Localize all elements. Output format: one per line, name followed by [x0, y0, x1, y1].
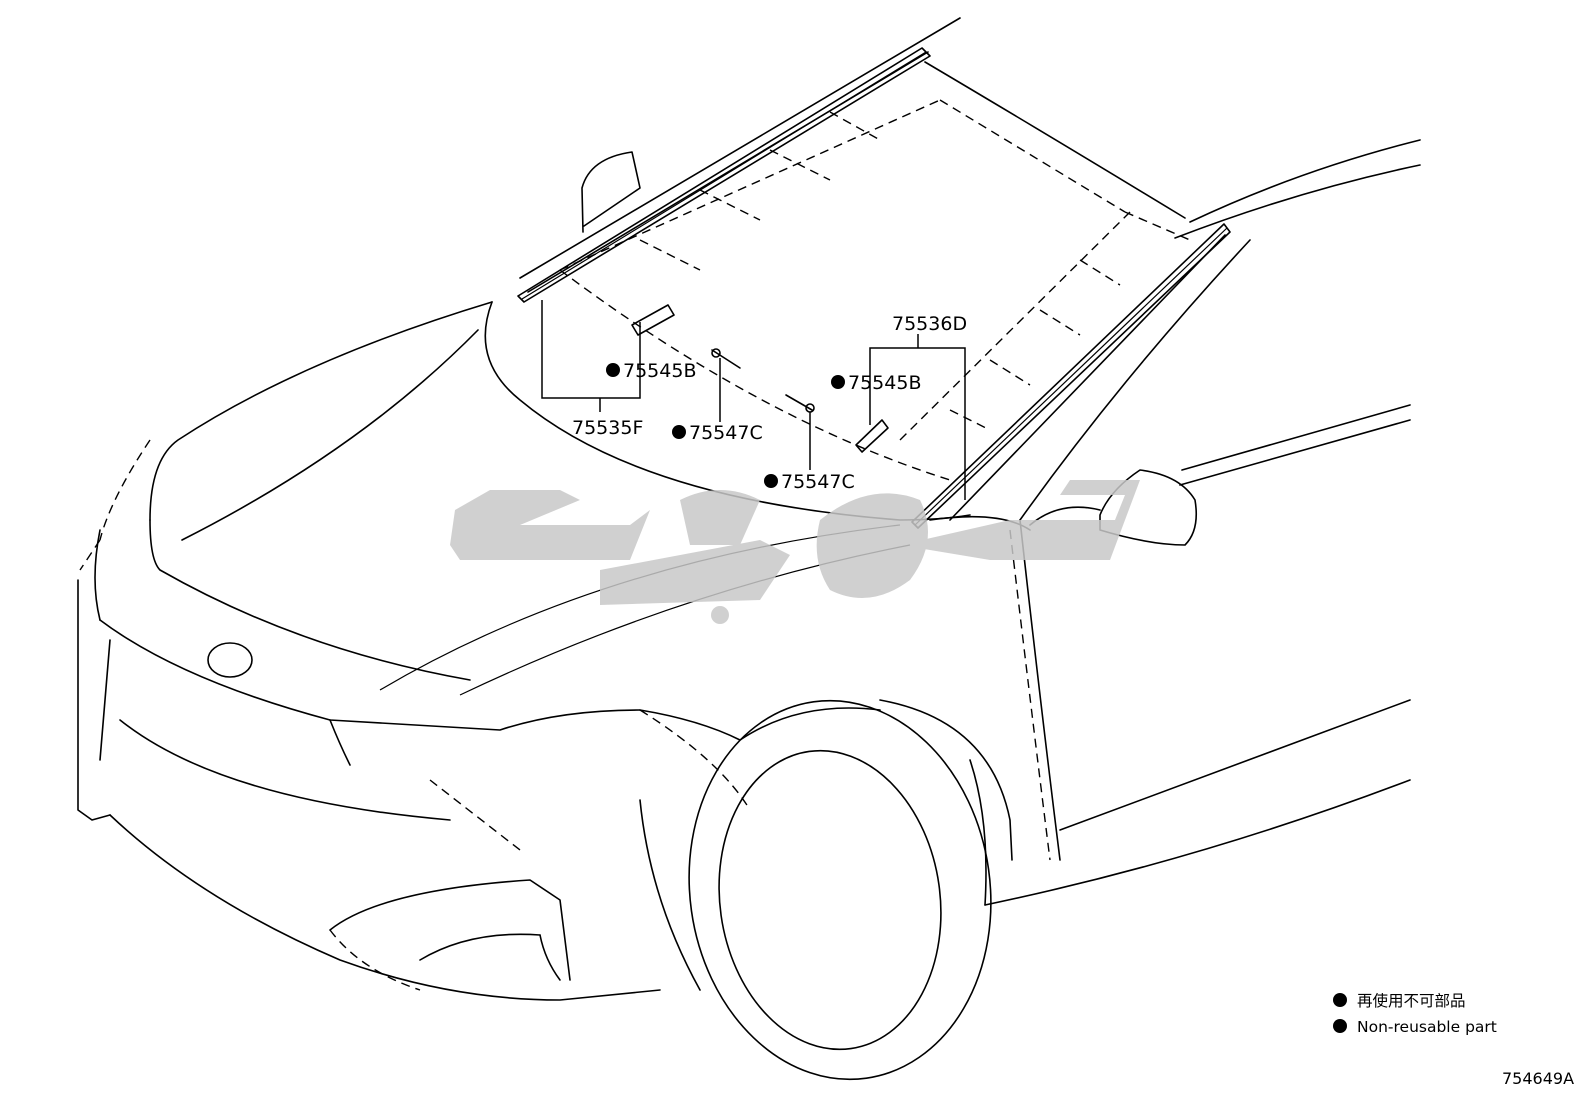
callout-75545B-right: 75545B — [831, 372, 921, 394]
legend: 再使用不可部品 Non-reusable part — [1333, 992, 1497, 1036]
part-number: 75536D — [892, 313, 967, 335]
callout-75547C-left: 75547C — [672, 422, 763, 444]
part-number: 75545B — [623, 360, 696, 382]
fastener-left-75547C — [711, 348, 741, 369]
non-reusable-dot-icon — [764, 474, 778, 488]
legend-english: Non-reusable part — [1357, 1018, 1497, 1036]
non-reusable-dot-icon — [672, 425, 686, 439]
watermark-logo — [450, 480, 1140, 624]
leader-75535F — [541, 300, 641, 412]
reference-code: 754649A — [1502, 1069, 1574, 1088]
non-reusable-dot-icon — [831, 375, 845, 389]
non-reusable-dot-icon — [1333, 993, 1347, 1007]
clip-right-75545B — [855, 419, 889, 453]
fastener-right-75547C — [785, 394, 815, 413]
windshield-moulding-left — [517, 47, 931, 303]
legend-japanese: 再使用不可部品 — [1357, 992, 1466, 1010]
non-reusable-dot-icon — [606, 363, 620, 377]
callout-75535F: 75535F — [572, 417, 643, 439]
clip-left-75545B — [631, 304, 675, 336]
part-number: 75547C — [781, 471, 855, 493]
callout-75545B-left: 75545B — [606, 360, 696, 382]
part-number: 75547C — [689, 422, 763, 444]
windshield-outline — [79, 99, 1191, 991]
callout-75536D: 75536D — [892, 313, 967, 335]
non-reusable-dot-icon — [1333, 1019, 1347, 1033]
part-number: 75535F — [572, 417, 643, 439]
callout-75547C-right: 75547C — [764, 471, 855, 493]
part-number: 75545B — [848, 372, 921, 394]
leader-75536D — [869, 334, 966, 500]
